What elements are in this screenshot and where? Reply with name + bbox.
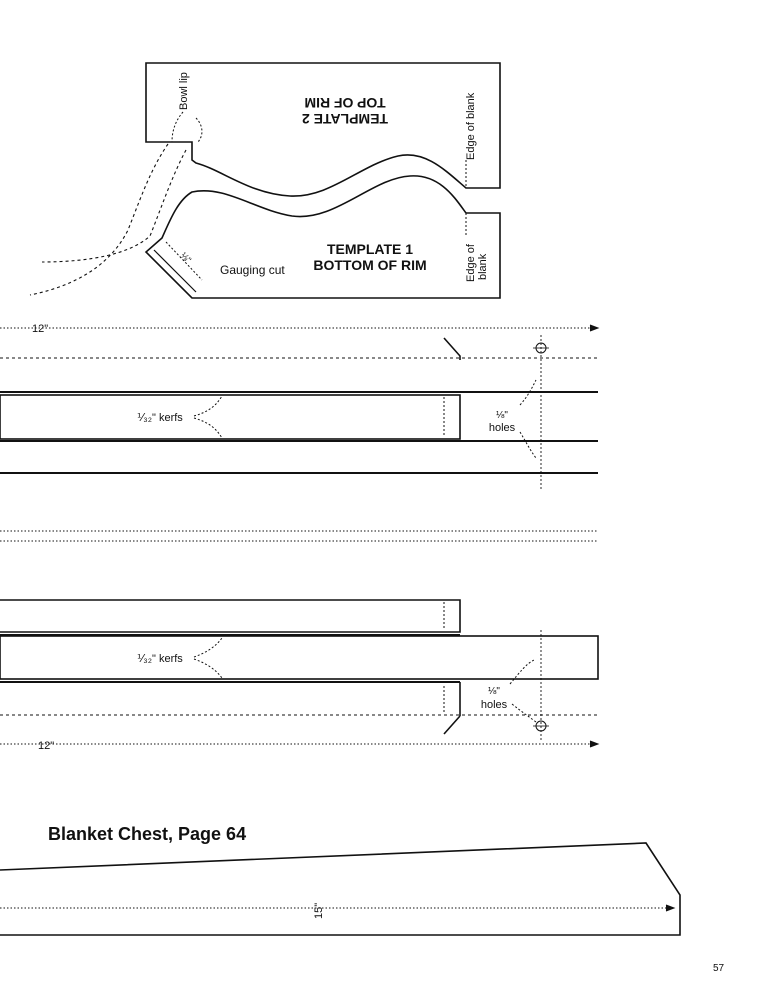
holes-label-upper-1: ⅛" <box>496 410 508 421</box>
arrow-12-lower <box>589 740 600 748</box>
kerfs-label-lower: ⅟₃₂" kerfs <box>137 653 183 665</box>
blanket-chest-pattern <box>0 842 681 936</box>
holes-leader-upper-a <box>519 379 537 406</box>
edge-of-blank-lower-2: blank <box>477 253 489 280</box>
strip-upper <box>0 324 600 490</box>
edge-of-blank-lower-1: Edge of <box>465 243 477 282</box>
rim-templates <box>29 62 501 299</box>
bowl-lip-curve-inner <box>41 149 187 263</box>
template-2-subtitle: TOP OF RIM <box>304 95 385 111</box>
kerf-leader-upper-a <box>193 395 223 417</box>
kerf-leader-lower-a <box>193 637 223 658</box>
holes-label-lower-2: holes <box>481 699 508 711</box>
page-number: 57 <box>713 963 725 974</box>
holes-label-lower-1: ⅛" <box>488 686 500 697</box>
length-label-upper: 12" <box>32 323 48 335</box>
blanket-chest-heading: Blanket Chest, Page 64 <box>48 824 247 844</box>
gauge-dim-label: ⅛" <box>179 250 194 265</box>
kerf-leader-upper-b <box>193 417 223 439</box>
holes-label-upper-2: holes <box>489 422 516 434</box>
length-label-lower: 12" <box>38 740 54 752</box>
strip-lower <box>0 599 600 748</box>
template-2-title: TEMPLATE 2 <box>302 111 388 127</box>
template-2-outline <box>145 62 501 197</box>
gauging-cut-line <box>153 249 197 293</box>
blanket-chest-dim-label: 15" <box>313 903 325 919</box>
chamfer-upper <box>443 337 461 360</box>
bowl-lip-leader-2 <box>195 117 203 143</box>
template-1-subtitle: BOTTOM OF RIM <box>313 257 426 273</box>
arrow-12-upper <box>589 324 600 332</box>
holes-leader-lower-a <box>509 659 535 685</box>
strip-upper-kerf-bar <box>0 394 461 440</box>
strip-lower-top-bar <box>0 599 461 633</box>
gauge-dim-leader <box>165 241 203 281</box>
chamfer-lower <box>443 715 461 735</box>
bowl-lip-label: Bowl lip <box>178 72 190 110</box>
gauging-cut-label: Gauging cut <box>220 263 285 277</box>
blanket-chest-dim-arrow <box>665 904 676 912</box>
bowl-lip-curve-outer <box>29 143 169 296</box>
bowl-lip-leader <box>171 111 184 143</box>
holes-leader-lower-b <box>511 703 537 723</box>
kerfs-label-upper: ⅟₃₂" kerfs <box>137 412 183 424</box>
template-1-title: TEMPLATE 1 <box>327 241 413 257</box>
kerf-leader-lower-b <box>193 658 223 679</box>
blanket-chest-outline <box>0 842 681 936</box>
strip-lower-kerf-bar <box>0 635 599 680</box>
template-1-outline <box>144 175 501 299</box>
holes-leader-upper-b <box>519 431 537 459</box>
edge-of-blank-label: Edge of blank <box>465 92 477 160</box>
